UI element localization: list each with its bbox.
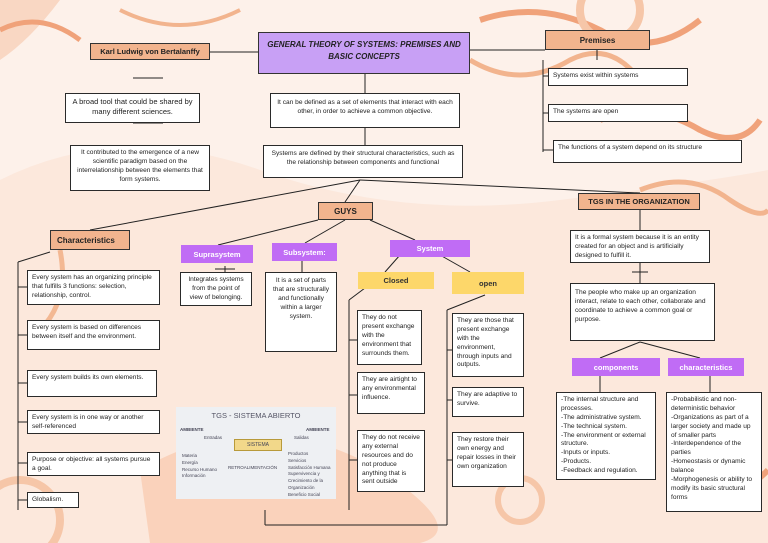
main-title: GENERAL THEORY OF SYSTEMS: PREMISES AND …	[258, 32, 470, 74]
thumbnail-entradas: Entradas	[204, 435, 223, 440]
characteristics-label: Characteristics	[50, 230, 130, 250]
closed-item: They do not receive any external resourc…	[357, 430, 425, 492]
characteristic-item: Every system has an organizing principle…	[27, 270, 160, 305]
premise-item: The functions of a system depend on its …	[553, 140, 742, 163]
thumbnail-retro: RETROALIMENTACIÓN	[228, 465, 278, 470]
paradigm-box: It contributed to the emergence of a new…	[70, 145, 210, 191]
formal-system-box: It is a formal system because it is an e…	[570, 230, 710, 263]
premise-item: Systems exist within systems	[548, 68, 688, 86]
closed-item: They are airtight to any environmental i…	[357, 372, 425, 414]
thumbnail-ambiente-left: AMBIENTE	[180, 427, 204, 432]
open-item: They are adaptive to survive.	[452, 387, 524, 417]
broad-tool-box: A broad tool that could be shared by man…	[65, 93, 200, 123]
characteristic-item: Every system is based on differences bet…	[27, 320, 160, 350]
thumbnail-ambiente-right: AMBIENTE	[306, 427, 330, 432]
thumbnail-sistema: SISTEMA	[234, 439, 282, 451]
subsystem-label: Subsystem:	[272, 243, 337, 261]
characteristic-item: Every system builds its own elements.	[27, 370, 157, 397]
components-box: -The internal structure and processes. -…	[556, 392, 656, 480]
components-label: components	[572, 358, 660, 376]
characteristic-item: Every system is in one way or another se…	[27, 410, 160, 434]
system-label: System	[390, 240, 470, 257]
tgs-org-label: TGS IN THE ORGANIZATION	[578, 193, 700, 210]
characteristic-item: Purpose or objective: all systems pursue…	[27, 452, 160, 476]
people-box: The people who make up an organization i…	[570, 283, 715, 341]
open-item: They restore their own energy and repair…	[452, 432, 524, 487]
open-item: They are those that present exchange wit…	[452, 313, 524, 377]
thumbnail-salidas: Salidas	[294, 435, 309, 440]
suprasystem-label: Suprasystem	[181, 245, 253, 263]
open-label: open	[452, 272, 524, 294]
thumbnail-right-list: Productos Servicios Satisfacción Humana …	[288, 451, 331, 497]
org-characteristics-label: characteristics	[668, 358, 744, 376]
premise-item: The systems are open	[548, 104, 688, 122]
guys-label: GUYS	[318, 202, 373, 220]
structural-box: Systems are defined by their structural …	[263, 145, 463, 178]
thumbnail-title: TGS - SISTEMA ABIERTO	[211, 411, 301, 420]
closed-item: They do not present exchange with the en…	[357, 310, 422, 365]
open-system-thumbnail: TGS - SISTEMA ABIERTO AMBIENTE AMBIENTE …	[176, 407, 336, 499]
author-label: Karl Ludwig von Bertalanffy	[90, 43, 210, 60]
thumbnail-left-list: Materia Energía Recurso Humano Informaci…	[182, 453, 218, 479]
suprasystem-box: Integrates systems from the point of vie…	[180, 272, 252, 306]
premises-label: Premises	[545, 30, 650, 50]
closed-label: Closed	[358, 272, 434, 289]
definition-box: It can be defined as a set of elements t…	[270, 93, 460, 128]
org-characteristics-box: -Probabilistic and non-deterministic beh…	[666, 392, 762, 512]
characteristic-item: Globalism.	[27, 492, 79, 508]
subsystem-box: It is a set of parts that are structural…	[265, 272, 337, 352]
